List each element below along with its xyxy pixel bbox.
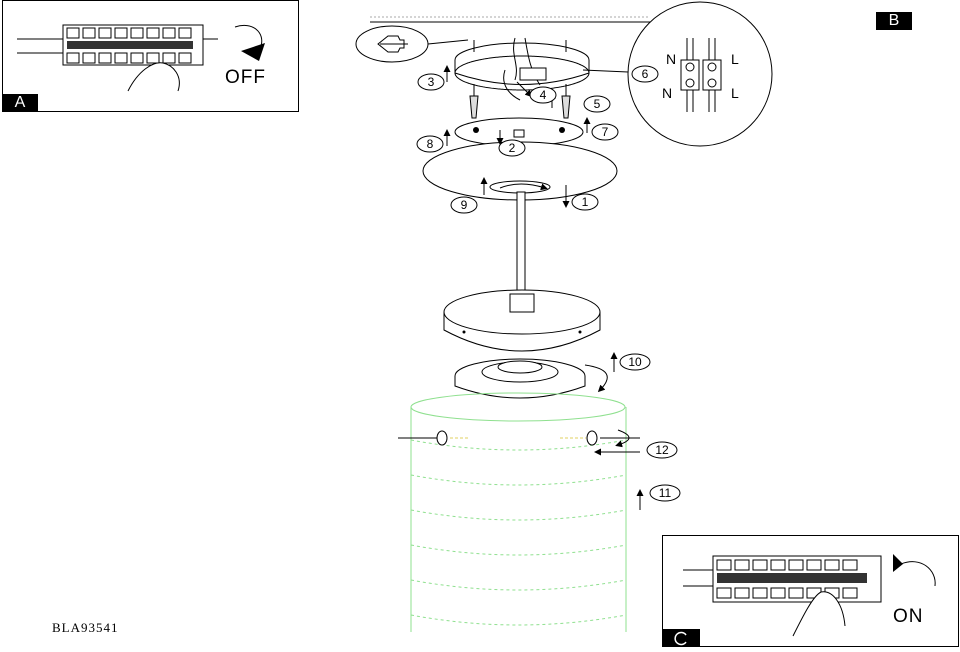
step-callout: 6 — [631, 65, 659, 83]
svg-text:12: 12 — [655, 443, 669, 457]
led-ring — [454, 358, 586, 399]
lamp-housing — [443, 289, 601, 352]
terminal-label: L — [731, 51, 739, 67]
step-callout: 5 — [583, 95, 611, 113]
panel-b-tag: B — [876, 12, 912, 30]
step-callout: 7 — [591, 123, 619, 141]
terminal-label: N — [662, 85, 672, 101]
switch-on-label: ON — [893, 606, 924, 627]
panel-c-tag: C — [662, 629, 700, 647]
svg-text:4: 4 — [540, 88, 547, 102]
panel-c-tag-glyph — [674, 631, 687, 646]
panel-c: ON — [662, 535, 959, 647]
ceiling-canopy — [454, 37, 590, 101]
svg-text:6: 6 — [642, 67, 649, 81]
product-code: BLA93541 — [52, 620, 119, 635]
switch-off-label: OFF — [225, 67, 266, 88]
set-screws — [398, 430, 640, 446]
glass-shade — [410, 392, 627, 632]
step-callout: 3 — [417, 73, 445, 91]
step-callout: 11 — [649, 484, 681, 502]
wiring-detail — [582, 1, 773, 147]
step-callout: 9 — [450, 196, 478, 214]
svg-text:2: 2 — [509, 141, 516, 155]
svg-text:1: 1 — [582, 195, 589, 209]
svg-text:9: 9 — [461, 198, 468, 212]
canopy-cover — [422, 141, 618, 201]
suspension-rod — [516, 191, 526, 299]
svg-text:10: 10 — [628, 355, 642, 369]
step-callout: 8 — [416, 135, 444, 153]
breaker-off-drawing — [17, 24, 265, 92]
step-callout: 10 — [619, 353, 651, 371]
motion-arrows — [443, 65, 644, 510]
step-callout: 2 — [498, 139, 526, 157]
step-callout: 1 — [571, 193, 599, 211]
mounting-plate — [454, 117, 584, 147]
svg-text:5: 5 — [594, 97, 601, 111]
terminal-label: N — [666, 51, 676, 67]
wall-plug-detail — [355, 25, 469, 63]
step-callouts: 1 2 3 4 5 6 7 8 9 10 11 12 — [416, 65, 681, 502]
panel-a-tag: A — [2, 94, 38, 112]
step-callout: 12 — [646, 441, 678, 459]
panel-a: OFF — [2, 0, 299, 112]
breaker-on-drawing — [683, 554, 936, 637]
screws — [469, 84, 571, 119]
terminal-label: L — [731, 85, 739, 101]
svg-text:3: 3 — [428, 75, 435, 89]
step-callout: 4 — [529, 86, 557, 104]
svg-text:11: 11 — [659, 486, 672, 500]
svg-text:7: 7 — [602, 125, 609, 139]
svg-text:8: 8 — [427, 137, 434, 151]
